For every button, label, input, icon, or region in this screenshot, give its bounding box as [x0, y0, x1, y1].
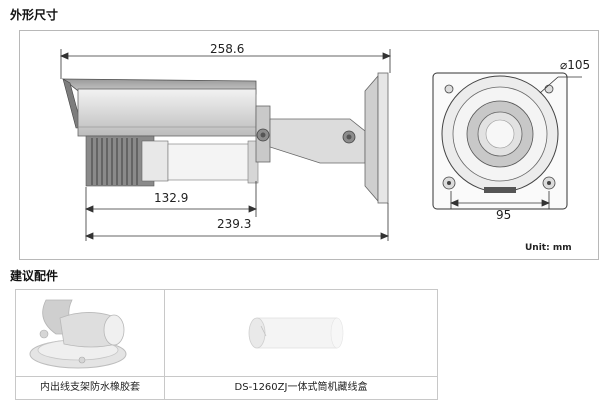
accessory-item-junction-box: DS-1260ZJ一体式筒机藏线盒 [165, 290, 437, 399]
lens-dimension-line [84, 181, 258, 217]
overall-length-label: 258.6 [210, 42, 245, 56]
total-dimension-line [84, 203, 390, 241]
waterproof-rubber-cover-image [16, 290, 164, 376]
accessory-caption: DS-1260ZJ一体式筒机藏线盒 [165, 376, 437, 399]
camera-front-view [432, 72, 568, 210]
accessories-table: 内出线支架防水橡胶套 DS-1260ZJ一体式筒机藏线盒 [15, 289, 438, 400]
dimensions-section-title: 外形尺寸 [10, 8, 59, 22]
front-width-dimension-line [449, 191, 551, 209]
front-width-label: 95 [496, 208, 512, 222]
front-diameter-label: ⌀105 [560, 58, 591, 72]
total-length-label: 239.3 [217, 217, 252, 231]
overall-dimension-line [59, 49, 392, 79]
unit-label: Unit: mm [525, 243, 572, 253]
lens-length-label: 132.9 [154, 191, 189, 205]
accessories-section-title: 建议配件 [10, 269, 59, 283]
camera-side-view [61, 72, 389, 204]
accessory-caption: 内出线支架防水橡胶套 [16, 376, 164, 399]
accessory-item-rubber-cover: 内出线支架防水橡胶套 [16, 290, 165, 399]
junction-box-image [165, 290, 437, 376]
diameter-leader [539, 76, 582, 94]
camera-dimension-svg [59, 49, 582, 241]
dimension-drawing: 258.6 132.9 239.3 ⌀105 95 Unit: mm [19, 30, 599, 260]
